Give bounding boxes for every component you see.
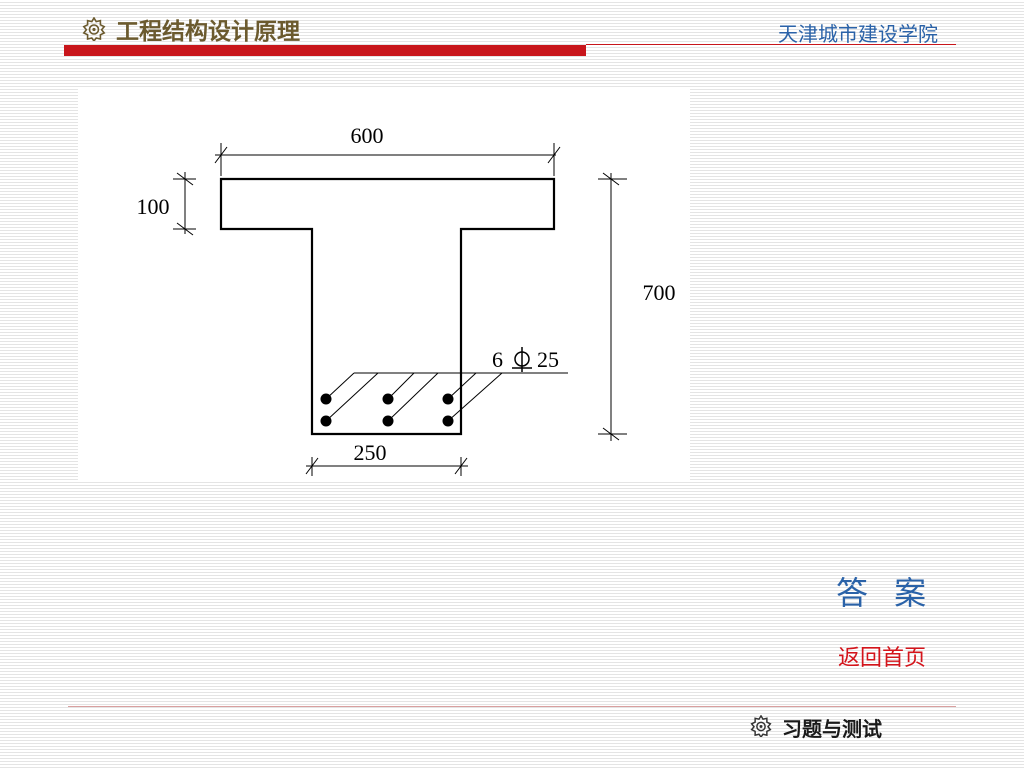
rebar-bar [382,415,394,427]
answer-link[interactable]: 答 案 [836,574,935,612]
rebar-diameter-label: 25 [537,347,559,372]
rebar-bar [320,415,332,427]
header-red-bar [64,45,586,56]
gear-ornament-icon [82,16,106,43]
rebar-grade-symbol [512,347,532,372]
rebar-bar [382,393,394,405]
footer-divider [68,706,956,707]
rebar-bar [442,393,454,405]
rebar-bar [320,393,332,405]
course-title: 工程结构设计原理 [116,19,300,45]
gear-ornament-icon [750,714,774,739]
rebar-bar [442,415,454,427]
dim-label-flange-width: 600 [351,123,384,148]
dim-label-flange-thickness: 100 [137,194,170,219]
header-title: 工程结构设计原理 [82,12,300,46]
exercises-nav-label: 习题与测试 [782,716,882,741]
rebar-count-label: 6 [492,347,503,372]
back-home-link[interactable]: 返回首页 [838,646,927,671]
dim-label-web-width: 250 [354,440,387,465]
t-beam-outline [219,177,556,436]
t-beam-drawing: 600 100 700 250 6 25 [78,88,690,480]
dim-label-total-height: 700 [643,280,676,305]
exercises-nav-link[interactable]: 习题与测试 [750,712,882,742]
header-thin-line [586,44,956,45]
school-name: 天津城市建设学院 [778,22,938,46]
